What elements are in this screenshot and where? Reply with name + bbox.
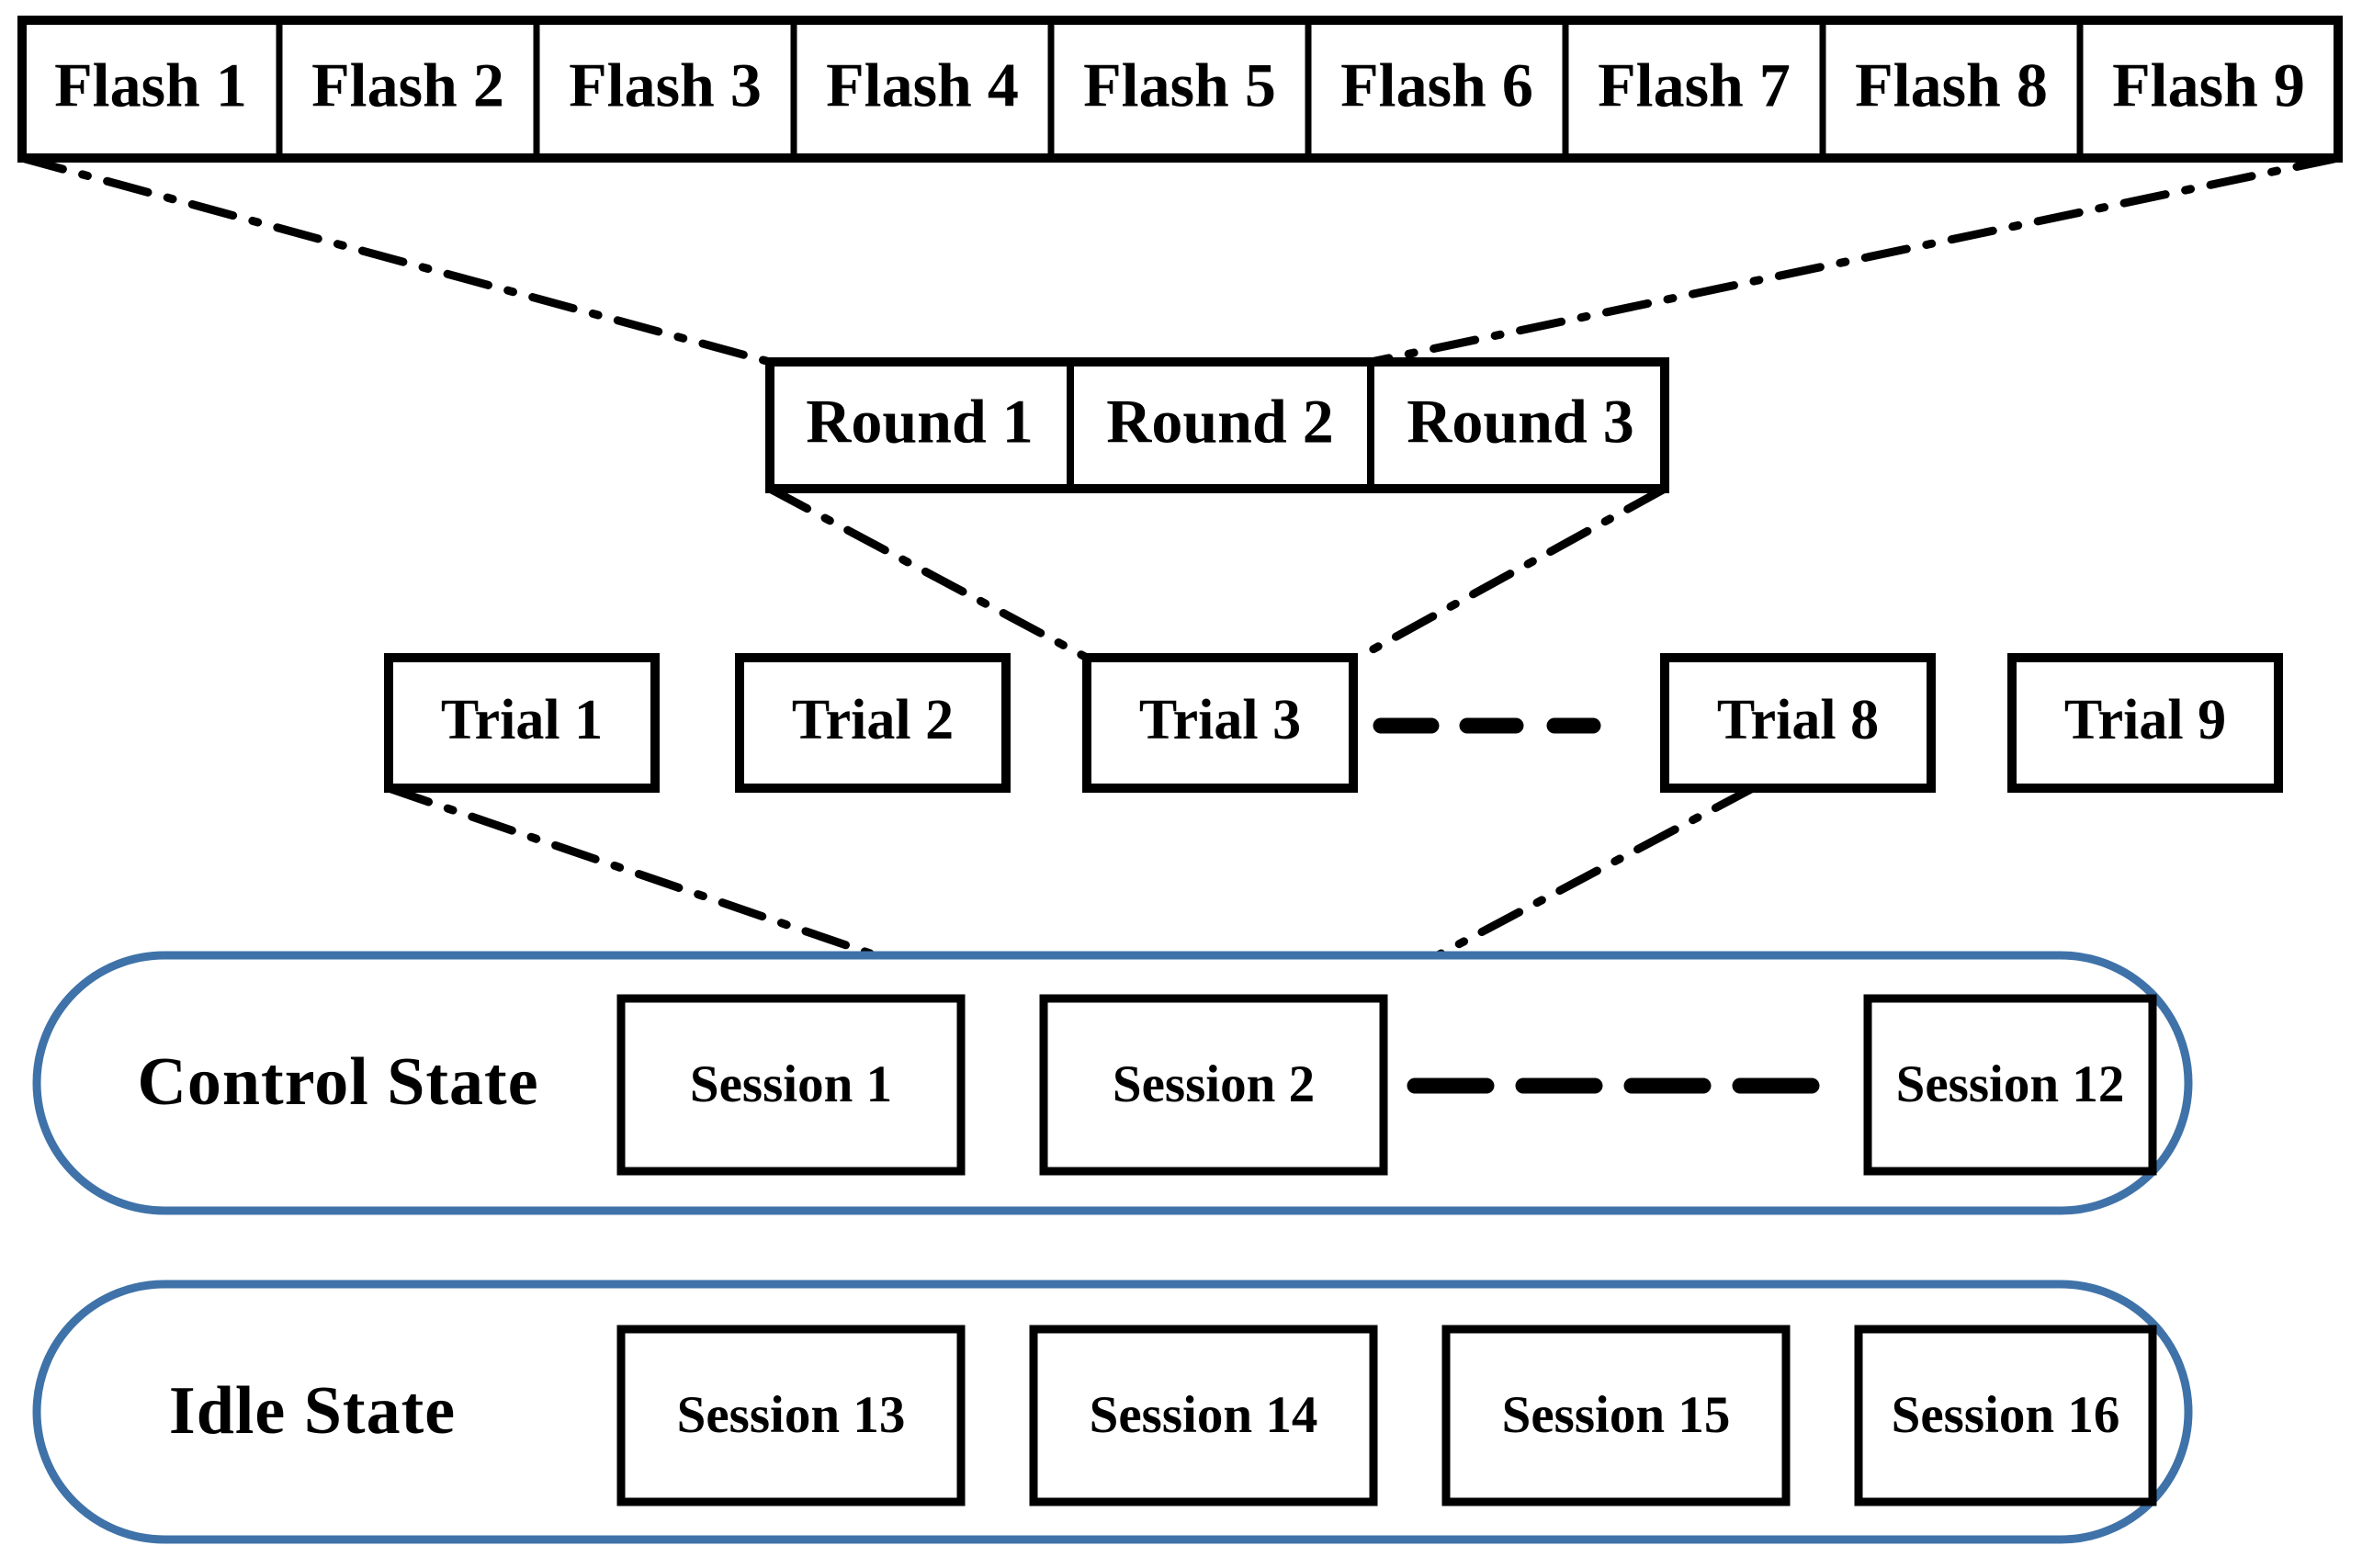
trial-box-3[interactable]: [1082, 653, 1358, 793]
control-session-label-1: Session 1: [690, 1055, 892, 1113]
idle-state-group: Idle State Session 13 Session 14 Session…: [32, 1280, 2193, 1544]
flash-cell-1[interactable]: Flash 1: [54, 51, 247, 120]
control-session-label-12: Session 12: [1896, 1055, 2125, 1113]
trial-label-3: Trial 3: [1139, 689, 1301, 751]
flash-row-outline: [17, 16, 2343, 163]
idle-session-box-16[interactable]: [1854, 1325, 2157, 1506]
connector-flash-right-to-round-boundary: [1366, 153, 2343, 367]
trial-box-1[interactable]: [384, 653, 660, 793]
connector-round-right-to-trial3-right: [1353, 484, 1669, 662]
trial-label-8: Trial 8: [1717, 689, 1879, 751]
flash-cell-3[interactable]: Flash 3: [569, 51, 762, 120]
flash-cell-7[interactable]: Flash 7: [1598, 51, 1791, 120]
connector-round-left-to-trial3-left: [765, 484, 1091, 662]
connector-flash-left-to-round-left: [17, 153, 774, 367]
flash-cell-2[interactable]: Flash 2: [311, 51, 504, 120]
trial-label-2: Trial 2: [792, 689, 954, 751]
round-cell-2[interactable]: Round 2: [1106, 387, 1334, 457]
control-session-box-2[interactable]: [1039, 994, 1388, 1176]
control-state-group: Control State Session 1 Session 2 Sessio…: [32, 951, 2193, 1215]
idle-session-label-15: Session 15: [1502, 1386, 1731, 1444]
idle-session-box-13[interactable]: [616, 1325, 966, 1506]
trial-label-1: Trial 1: [441, 689, 603, 751]
idle-session-box-14[interactable]: [1029, 1325, 1378, 1506]
control-state-label: Control State: [137, 1044, 538, 1120]
flash-cell-8[interactable]: Flash 8: [1855, 51, 2048, 120]
round-cell-3[interactable]: Round 3: [1407, 387, 1634, 457]
flash-cell-6[interactable]: Flash 6: [1340, 51, 1533, 120]
round-row-outline: [765, 357, 1669, 493]
round-row: Round 1 Round 2 Round 3: [765, 357, 1669, 493]
idle-session-box-15[interactable]: [1441, 1325, 1791, 1506]
control-session-box-12[interactable]: [1863, 994, 2157, 1176]
flash-cell-4[interactable]: Flash 4: [826, 51, 1019, 120]
idle-session-label-14: Session 14: [1090, 1386, 1318, 1444]
trial-box-8[interactable]: [1660, 653, 1936, 793]
flash-cell-9[interactable]: Flash 9: [2112, 51, 2305, 120]
flash-row: Flash 1 Flash 2 Flash 3 Flash 4 Flash 5 …: [17, 16, 2343, 163]
idle-session-label-13: Session 13: [677, 1386, 906, 1444]
flash-cell-5[interactable]: Flash 5: [1083, 51, 1276, 120]
idle-state-label: Idle State: [169, 1373, 456, 1449]
idle-session-label-16: Session 16: [1892, 1386, 2120, 1444]
connector-group: [17, 153, 2343, 1015]
trial-label-9: Trial 9: [2064, 689, 2226, 751]
trial-box-9[interactable]: [2007, 653, 2283, 793]
trial-row: Trial 1 Trial 2 Trial 3 Trial 8 Trial 9: [384, 653, 2283, 793]
control-session-box-1[interactable]: [616, 994, 966, 1176]
round-cell-1[interactable]: Round 1: [806, 387, 1034, 457]
trial-box-2[interactable]: [735, 653, 1011, 793]
control-session-label-2: Session 2: [1113, 1055, 1315, 1113]
